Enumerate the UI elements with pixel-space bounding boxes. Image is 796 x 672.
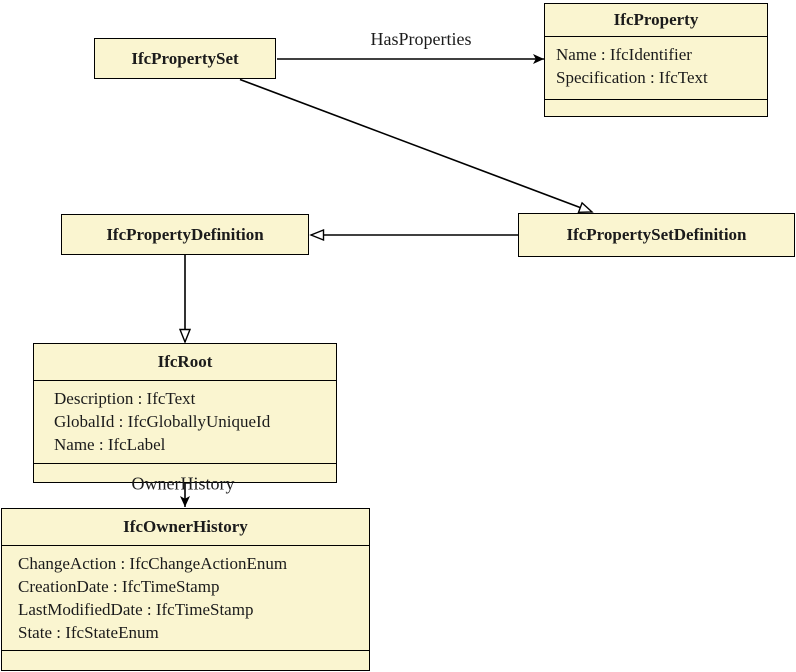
class-title: IfcPropertyDefinition bbox=[106, 224, 264, 244]
class-attribute: CreationDate : IfcTimeStamp bbox=[18, 577, 220, 596]
class-attribute: LastModifiedDate : IfcTimeStamp bbox=[18, 600, 254, 619]
class-box-ifc-property: IfcProperty Name : IfcIdentifier Specifi… bbox=[544, 3, 768, 117]
class-attribute: State : IfcStateEnum bbox=[18, 623, 159, 642]
class-title: IfcPropertySetDefinition bbox=[566, 225, 747, 244]
class-attributes: Name : IfcIdentifier Specification : Ifc… bbox=[545, 36, 767, 99]
class-attribute: Description : IfcText bbox=[54, 389, 196, 408]
class-attribute: Name : IfcLabel bbox=[54, 435, 166, 454]
class-box-ifc-property-set-definition: IfcPropertySetDefinition bbox=[518, 213, 795, 257]
class-box-ifc-property-set: IfcPropertySet bbox=[94, 38, 276, 79]
edge-label-owner-history: OwnerHistory bbox=[131, 473, 235, 494]
class-title: IfcProperty bbox=[613, 10, 699, 29]
class-box-ifc-property-definition: IfcPropertyDefinition bbox=[61, 214, 309, 255]
class-operations-empty bbox=[34, 463, 336, 482]
class-attributes: ChangeAction : IfcChangeActionEnum Creat… bbox=[2, 545, 369, 650]
class-attribute: GlobalId : IfcGloballyUniqueId bbox=[54, 412, 271, 431]
class-attribute: ChangeAction : IfcChangeActionEnum bbox=[18, 554, 288, 573]
class-operations-empty bbox=[545, 99, 767, 116]
class-box-ifc-owner-history: IfcOwnerHistory ChangeAction : IfcChange… bbox=[1, 508, 370, 671]
class-box-ifc-root: IfcRoot Description : IfcText GlobalId :… bbox=[33, 343, 337, 483]
class-title: IfcPropertySet bbox=[131, 48, 239, 68]
class-operations-empty bbox=[2, 650, 369, 670]
class-title: IfcRoot bbox=[157, 352, 213, 371]
class-attributes: Description : IfcText GlobalId : IfcGlob… bbox=[34, 380, 336, 463]
class-attribute: Name : IfcIdentifier bbox=[556, 45, 692, 64]
class-attribute: Specification : IfcText bbox=[556, 68, 708, 87]
edge-label-has-properties: HasProperties bbox=[370, 29, 472, 49]
class-title: IfcOwnerHistory bbox=[123, 517, 248, 536]
edge-inheritance-propertyset-to-propertysetdefinition bbox=[239, 78, 592, 213]
